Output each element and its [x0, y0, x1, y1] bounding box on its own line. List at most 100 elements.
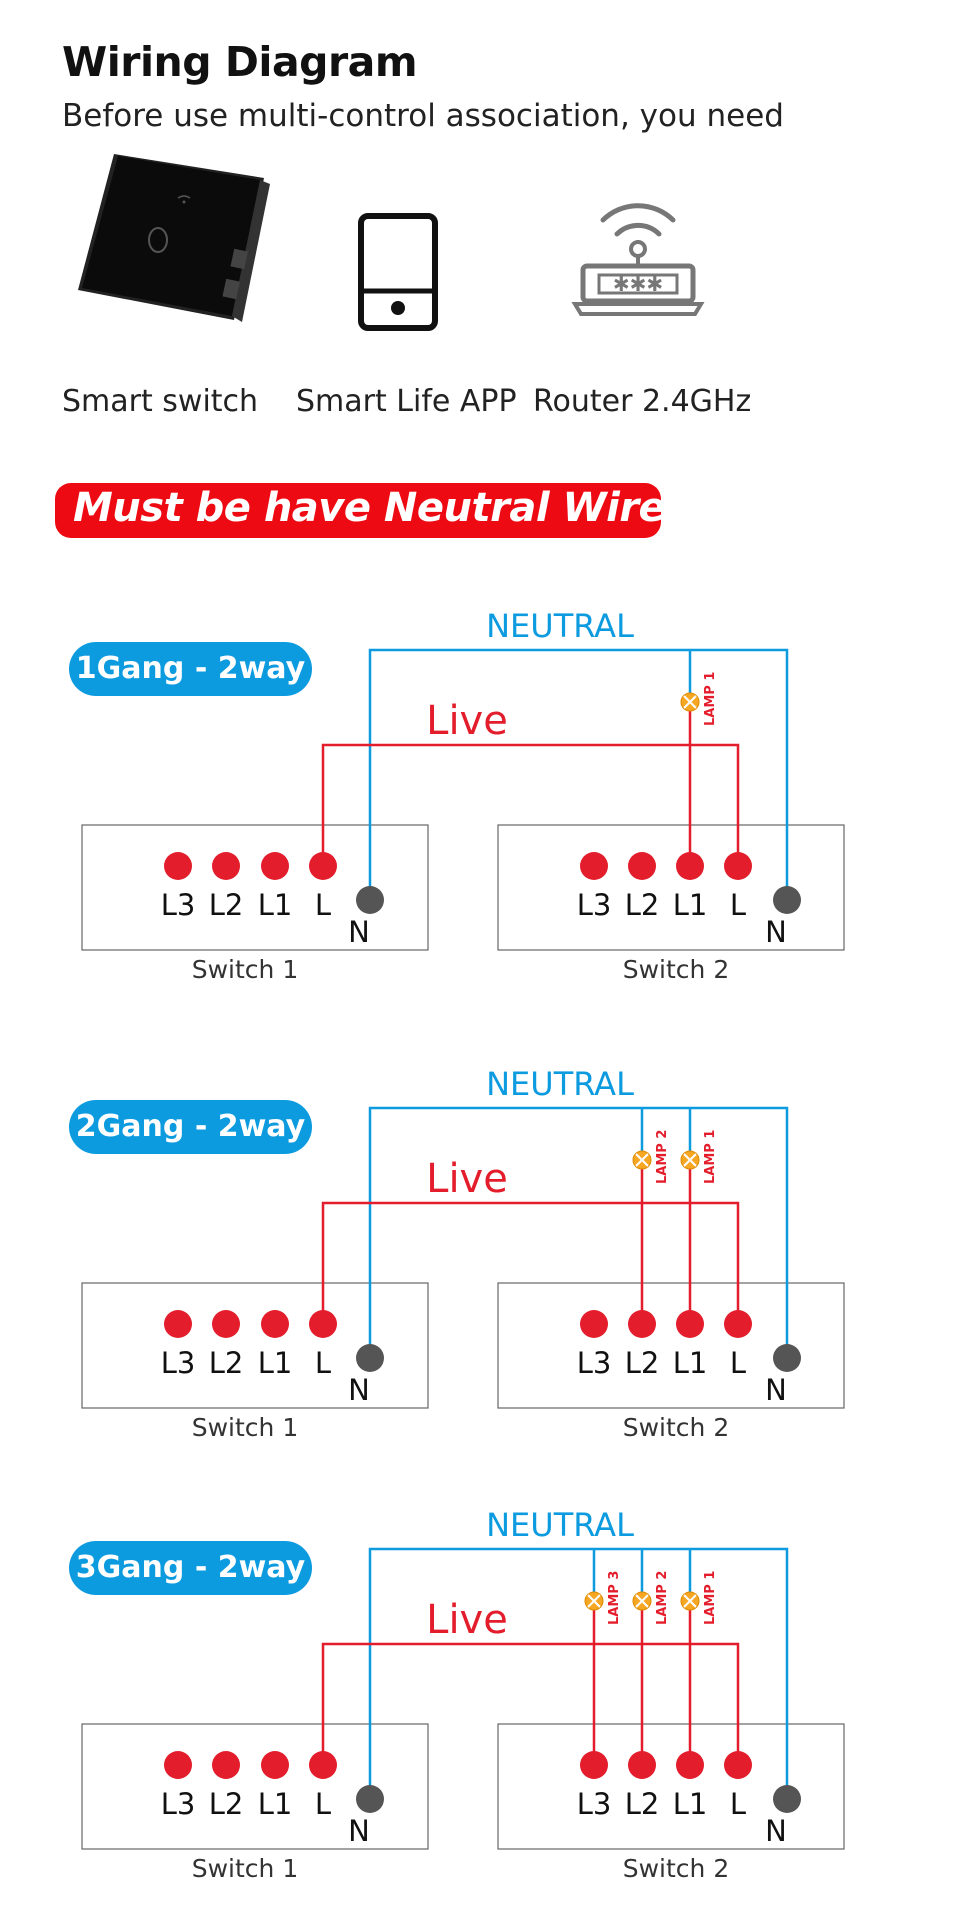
lamp-icon: [680, 692, 700, 712]
switch-2-neutral-label: N: [765, 1814, 787, 1848]
lamp-cross: [683, 695, 697, 709]
requirement-label-switch: Smart switch: [62, 384, 259, 419]
switch-2-terminal-label: L2: [625, 888, 660, 922]
lamp-icon: [584, 1591, 604, 1611]
switch-1-label: Switch 1: [192, 1854, 299, 1883]
lamp-cross: [683, 1153, 697, 1167]
switch-1-terminal-label: L1: [258, 1787, 293, 1821]
switch-1-neutral-label: N: [348, 1814, 370, 1848]
switch-2-terminal-label: L3: [577, 888, 612, 922]
live-label: Live: [426, 1156, 508, 1202]
lamp-label: LAMP 1: [703, 1130, 718, 1184]
switch-2-terminal-label: L2: [625, 1346, 660, 1380]
neutral-wire: [368, 648, 789, 900]
lamp-icon: [680, 1591, 700, 1611]
lamp-icon: [680, 1150, 700, 1170]
switch-2-terminal-label: L3: [577, 1787, 612, 1821]
switch-1-terminal-dot: [261, 1751, 289, 1779]
switch-2-terminal-dot: [676, 1310, 704, 1338]
switch-2-terminal-dot: [724, 1310, 752, 1338]
diagram-tag: 1Gang - 2way: [69, 642, 312, 696]
switch-1-terminal-dot: [164, 1310, 192, 1338]
switch-1-terminal-dot: [309, 1310, 337, 1338]
switch-1-terminal-label: L1: [258, 888, 293, 922]
live-label: Live: [426, 698, 508, 744]
switch-2-terminal-dot: [676, 852, 704, 880]
switch-1-terminal-label: L: [315, 888, 331, 922]
smart-switch-icon: [74, 150, 274, 325]
switch-2-terminal-label: L1: [673, 1787, 708, 1821]
switch-2-terminal-label: L2: [625, 1787, 660, 1821]
switch-1-box: [81, 1282, 429, 1409]
page-subtitle: Before use multi-control association, yo…: [62, 98, 784, 134]
switch-2-terminal-dot: [724, 1751, 752, 1779]
diagram-tag: 3Gang - 2way: [69, 1541, 312, 1595]
switch-1-terminal-label: L: [315, 1346, 331, 1380]
switch-2-terminal-dot: [628, 852, 656, 880]
live-label: Live: [426, 1597, 508, 1643]
diagram-2gang: 2Gang - 2way NEUTRAL Live LAMP 1 LAMP 2 L3 L2…: [0, 1058, 960, 1458]
switch-2-neutral-dot: [773, 1344, 801, 1372]
lamp-label: LAMP 2: [655, 1571, 670, 1625]
switch-2-neutral-dot: [773, 886, 801, 914]
svg-text:✱✱✱: ✱✱✱: [613, 272, 663, 296]
live-wire: [321, 743, 740, 866]
lamp-label: LAMP 2: [655, 1130, 670, 1184]
switch-2-box: [497, 824, 845, 951]
neutral-label: NEUTRAL: [486, 1065, 634, 1103]
switch-1-terminal-dot: [261, 1310, 289, 1338]
switch-1-terminal-dot: [164, 1751, 192, 1779]
switch-2-terminal-label: L1: [673, 1346, 708, 1380]
neutral-label: NEUTRAL: [486, 607, 634, 645]
switch-1-neutral-label: N: [348, 1373, 370, 1407]
switch-1-terminal-dot: [164, 852, 192, 880]
phone-icon: [358, 213, 438, 331]
switch-2-terminal-dot: [724, 852, 752, 880]
switch-2-terminal-dot: [628, 1310, 656, 1338]
page-title: Wiring Diagram: [62, 38, 418, 86]
router-icon: ✱✱✱: [571, 186, 705, 318]
switch-1-label: Switch 1: [192, 1413, 299, 1442]
requirement-label-router: Router 2.4GHz: [533, 384, 752, 419]
live-wire: [321, 1201, 740, 1324]
switch-1-box: [81, 824, 429, 951]
switch-1-neutral-dot: [356, 1785, 384, 1813]
switch-2-terminal-dot: [580, 1310, 608, 1338]
lamp-cross: [683, 1594, 697, 1608]
lamp-label: LAMP 3: [607, 1571, 622, 1625]
switch-1-terminal-dot: [309, 852, 337, 880]
switch-2-box: [497, 1282, 845, 1409]
switch-2-neutral-label: N: [765, 1373, 787, 1407]
neutral-wire: [368, 1547, 789, 1799]
switch-2-terminal-label: L1: [673, 888, 708, 922]
diagram-tag-text: 2Gang - 2way: [75, 1109, 306, 1144]
switch-1-terminal-label: L2: [209, 1346, 244, 1380]
switch-1-terminal-label: L3: [161, 1346, 196, 1380]
switch-2-neutral-label: N: [765, 915, 787, 949]
switch-1-terminal-dot: [212, 1751, 240, 1779]
switch-1-terminal-label: L3: [161, 888, 196, 922]
lamp-icon: [632, 1591, 652, 1611]
switch-2-terminal-label: L: [730, 1346, 746, 1380]
switch-2-terminal-dot: [676, 1751, 704, 1779]
neutral-wire: [368, 1106, 789, 1358]
switch-1-terminal-dot: [309, 1751, 337, 1779]
switch-2-label: Switch 2: [623, 1413, 730, 1442]
live-wire: [321, 1642, 740, 1765]
banner-text: Must be have Neutral Wire: [73, 485, 666, 531]
switch-1-terminal-label: L3: [161, 1787, 196, 1821]
switch-1-terminal-dot: [212, 852, 240, 880]
switch-1-terminal-dot: [212, 1310, 240, 1338]
lamp-cross: [635, 1153, 649, 1167]
switch-1-terminal-label: L2: [209, 888, 244, 922]
switch-1-neutral-label: N: [348, 915, 370, 949]
switch-2-terminal-dot: [580, 852, 608, 880]
switch-1-neutral-dot: [356, 886, 384, 914]
neutral-wire-banner: Must be have Neutral Wire: [55, 483, 666, 538]
switch-2-terminal-label: L: [730, 1787, 746, 1821]
switch-1-terminal-label: L2: [209, 1787, 244, 1821]
